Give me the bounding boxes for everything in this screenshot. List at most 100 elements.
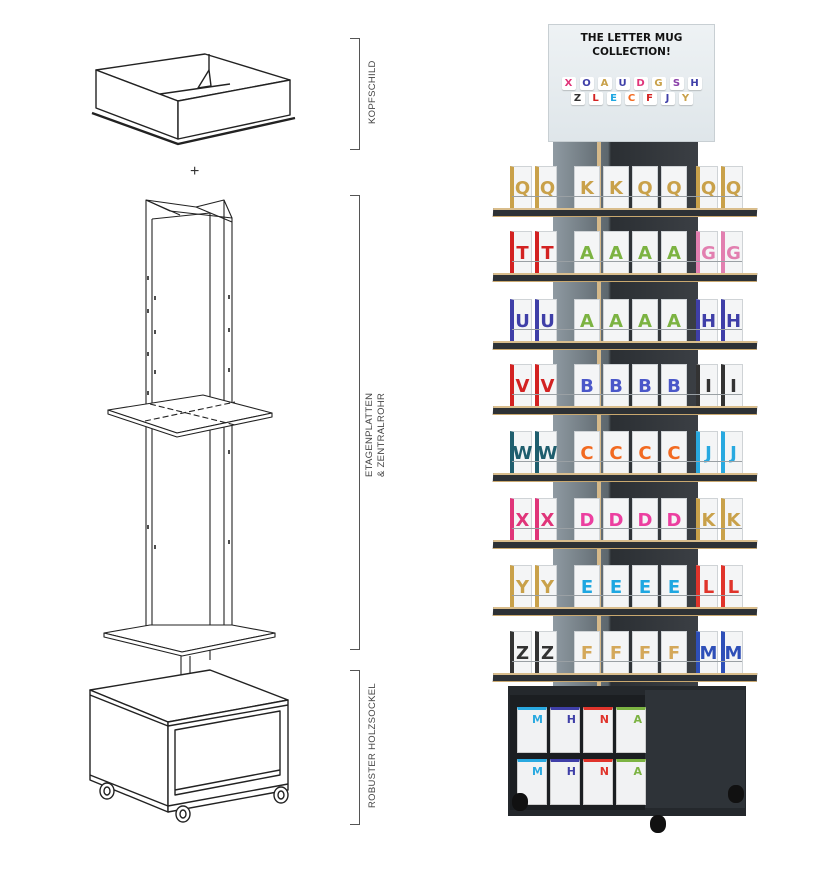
bracket-header-sign (350, 38, 360, 150)
gift-pack: H (550, 759, 580, 805)
mug-box: K (696, 498, 718, 542)
mug-box: E (574, 565, 600, 609)
mug-box: F (661, 631, 687, 675)
mug-box: E (632, 565, 658, 609)
caster-wheel (728, 785, 744, 803)
wire-rail (512, 196, 742, 197)
gift-pack: A (616, 759, 646, 805)
mug-box: Q (661, 166, 687, 210)
sign-mug: U (615, 77, 630, 90)
mug-box: Q (632, 166, 658, 210)
gift-pack: A (616, 707, 646, 753)
mug-box: E (661, 565, 687, 609)
mug-box: C (661, 431, 687, 475)
mug-box: M (696, 631, 718, 675)
mug-box: Q (510, 166, 532, 210)
mug-box: Q (721, 166, 743, 210)
sign-mug: Z (570, 92, 585, 105)
shelf-plate (492, 473, 758, 482)
mug-box: D (632, 498, 658, 542)
mug-box: A (603, 231, 629, 275)
mug-box: E (603, 565, 629, 609)
sign-mug: D (633, 77, 648, 90)
caster-wheel (512, 793, 528, 811)
mug-box: A (632, 299, 658, 343)
sign-title-line1: THE LETTER MUG (580, 32, 683, 44)
label-etagenplatten-line1: ETAGENPLATTEN (364, 392, 375, 477)
sign-mug: F (642, 92, 657, 105)
shelf-plate (492, 208, 758, 217)
sign-mug: E (606, 92, 621, 105)
mug-box: A (574, 231, 600, 275)
gift-pack: N (583, 707, 613, 753)
mug-box: L (721, 565, 743, 609)
sign-title: THE LETTER MUG COLLECTION! (549, 31, 714, 59)
mug-box: K (721, 498, 743, 542)
header-sign: THE LETTER MUG COLLECTION! X O A U D G S… (548, 24, 715, 142)
mug-box: C (632, 431, 658, 475)
shelf-plate (492, 540, 758, 549)
mug-box: F (603, 631, 629, 675)
mug-box: T (535, 231, 557, 275)
mug-box: Q (696, 166, 718, 210)
header-sign-tray-drawing (91, 53, 296, 146)
shelf-plate (492, 406, 758, 415)
mug-box: X (535, 498, 557, 542)
mug-box: C (603, 431, 629, 475)
label-kopfschild: KOPFSCHILD (367, 60, 378, 124)
mug-box: A (632, 231, 658, 275)
mug-box: H (696, 299, 718, 343)
sign-mug: S (669, 77, 684, 90)
gift-pack: H (550, 707, 580, 753)
sign-title-line2: COLLECTION! (592, 46, 671, 58)
mug-box: F (574, 631, 600, 675)
wooden-base-drawing (89, 669, 289, 823)
wire-rail (512, 329, 742, 330)
mug-box: D (661, 498, 687, 542)
mug-box: Y (510, 565, 532, 609)
mug-box: B (603, 364, 629, 408)
mug-box: I (696, 364, 718, 408)
shelf-plate (492, 341, 758, 350)
mug-box: M (721, 631, 743, 675)
label-etagenplatten: ETAGENPLATTEN & ZENTRALROHR (364, 372, 388, 497)
mug-box: Q (535, 166, 557, 210)
sign-mug: G (651, 77, 666, 90)
sign-mug: O (579, 77, 594, 90)
mug-box: T (510, 231, 532, 275)
shelf-plate (492, 273, 758, 282)
bracket-shelves (350, 195, 360, 650)
mug-box: U (510, 299, 532, 343)
label-holzsockel: ROBUSTER HOLZSOCKEL (367, 682, 378, 808)
mug-box: H (721, 299, 743, 343)
mug-box: C (574, 431, 600, 475)
mug-box: D (603, 498, 629, 542)
mug-box: G (696, 231, 718, 275)
mug-box: U (535, 299, 557, 343)
mug-box: V (535, 364, 557, 408)
mug-box: A (661, 299, 687, 343)
shelf-tower-drawing (103, 199, 276, 690)
sign-mug: A (597, 77, 612, 90)
mug-box: W (535, 431, 557, 475)
gift-pack: N (583, 759, 613, 805)
wire-rail (512, 394, 742, 395)
mug-box: W (510, 431, 532, 475)
shelf-plate (492, 607, 758, 616)
gift-pack: M (517, 707, 547, 753)
mug-box: J (696, 431, 718, 475)
mug-box: B (574, 364, 600, 408)
sign-mug: X (561, 77, 576, 90)
shelf-plate (492, 673, 758, 682)
caster-wheel (650, 815, 666, 833)
sign-mug: H (687, 77, 702, 90)
mug-box: Z (535, 631, 557, 675)
wire-rail (512, 528, 742, 529)
mug-box: F (632, 631, 658, 675)
